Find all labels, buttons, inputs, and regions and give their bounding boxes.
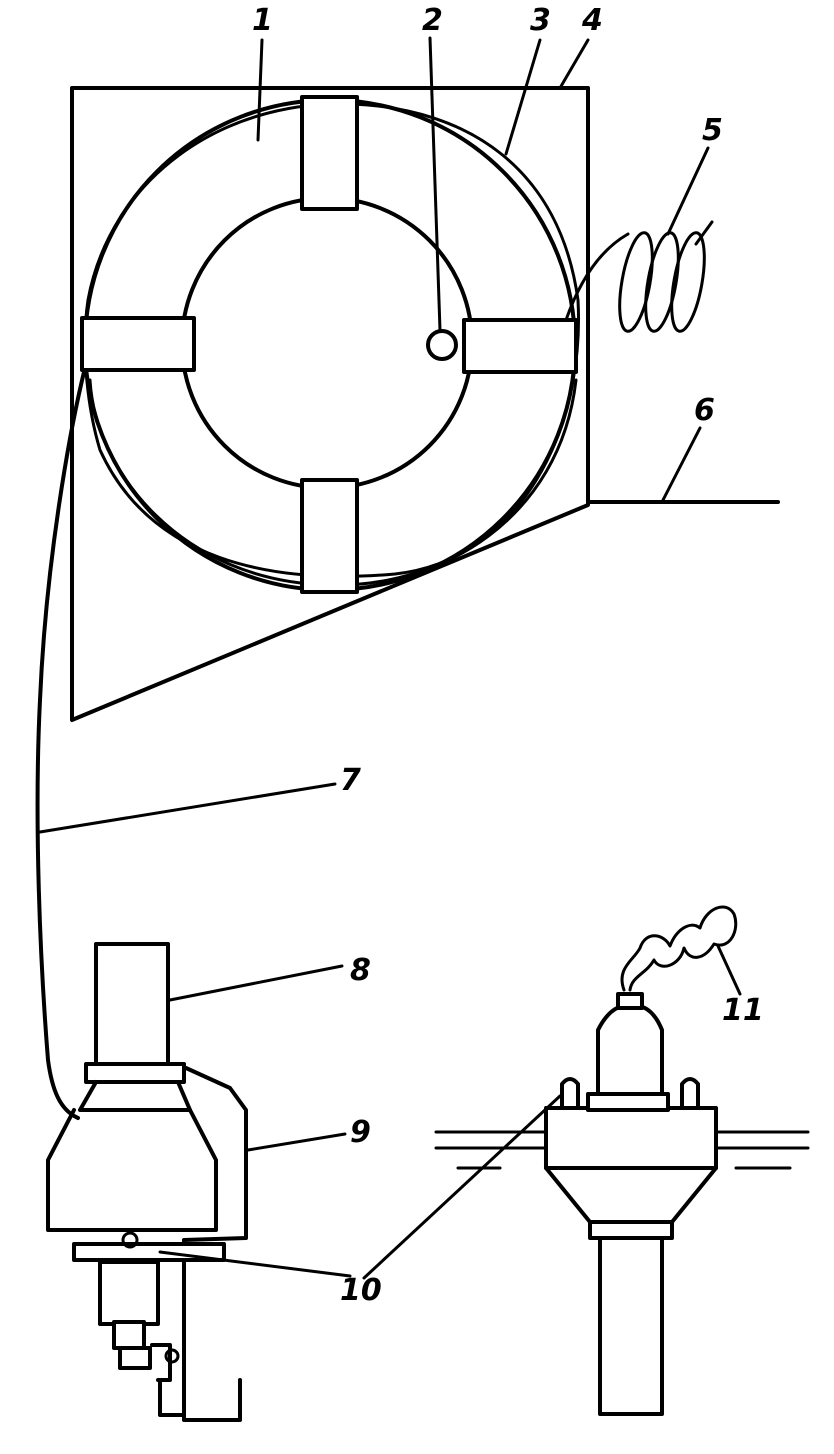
label-11: 11: [722, 993, 764, 1028]
leader-10a: [158, 1250, 352, 1278]
mounting-board: [70, 86, 590, 722]
light-float-left: [46, 942, 248, 1422]
label-6: 6: [694, 393, 715, 428]
label-9: 9: [350, 1115, 371, 1150]
label-2: 2: [422, 3, 443, 38]
label-1: 1: [252, 3, 273, 38]
label-3: 3: [530, 3, 551, 38]
leader-1: [256, 38, 264, 142]
leader-4: [558, 38, 590, 90]
leader-10b: [362, 1094, 562, 1280]
leader-3: [504, 38, 542, 156]
label-7: 7: [340, 763, 361, 798]
floating-buoy-right: [434, 992, 810, 1416]
label-8: 8: [350, 953, 371, 988]
leader-9: [246, 1132, 347, 1152]
smoke-plume: [620, 905, 738, 992]
coiled-line: [564, 220, 714, 333]
leader-7: [38, 782, 337, 834]
ring-band-bottom: [300, 478, 359, 594]
leader-5: [666, 146, 710, 236]
label-10: 10: [340, 1273, 382, 1308]
leader-2: [428, 36, 442, 332]
label-5: 5: [702, 113, 723, 148]
ring-band-top: [300, 95, 359, 211]
label-4: 4: [581, 3, 603, 38]
ring-band-right: [462, 318, 578, 374]
lanyard: [35, 370, 86, 1120]
leader-8: [168, 964, 344, 1002]
ring-band-left: [80, 316, 196, 372]
leader-11: [716, 944, 742, 996]
leader-6: [660, 426, 702, 504]
release-pin: [426, 329, 458, 361]
retaining-line: [83, 102, 581, 578]
